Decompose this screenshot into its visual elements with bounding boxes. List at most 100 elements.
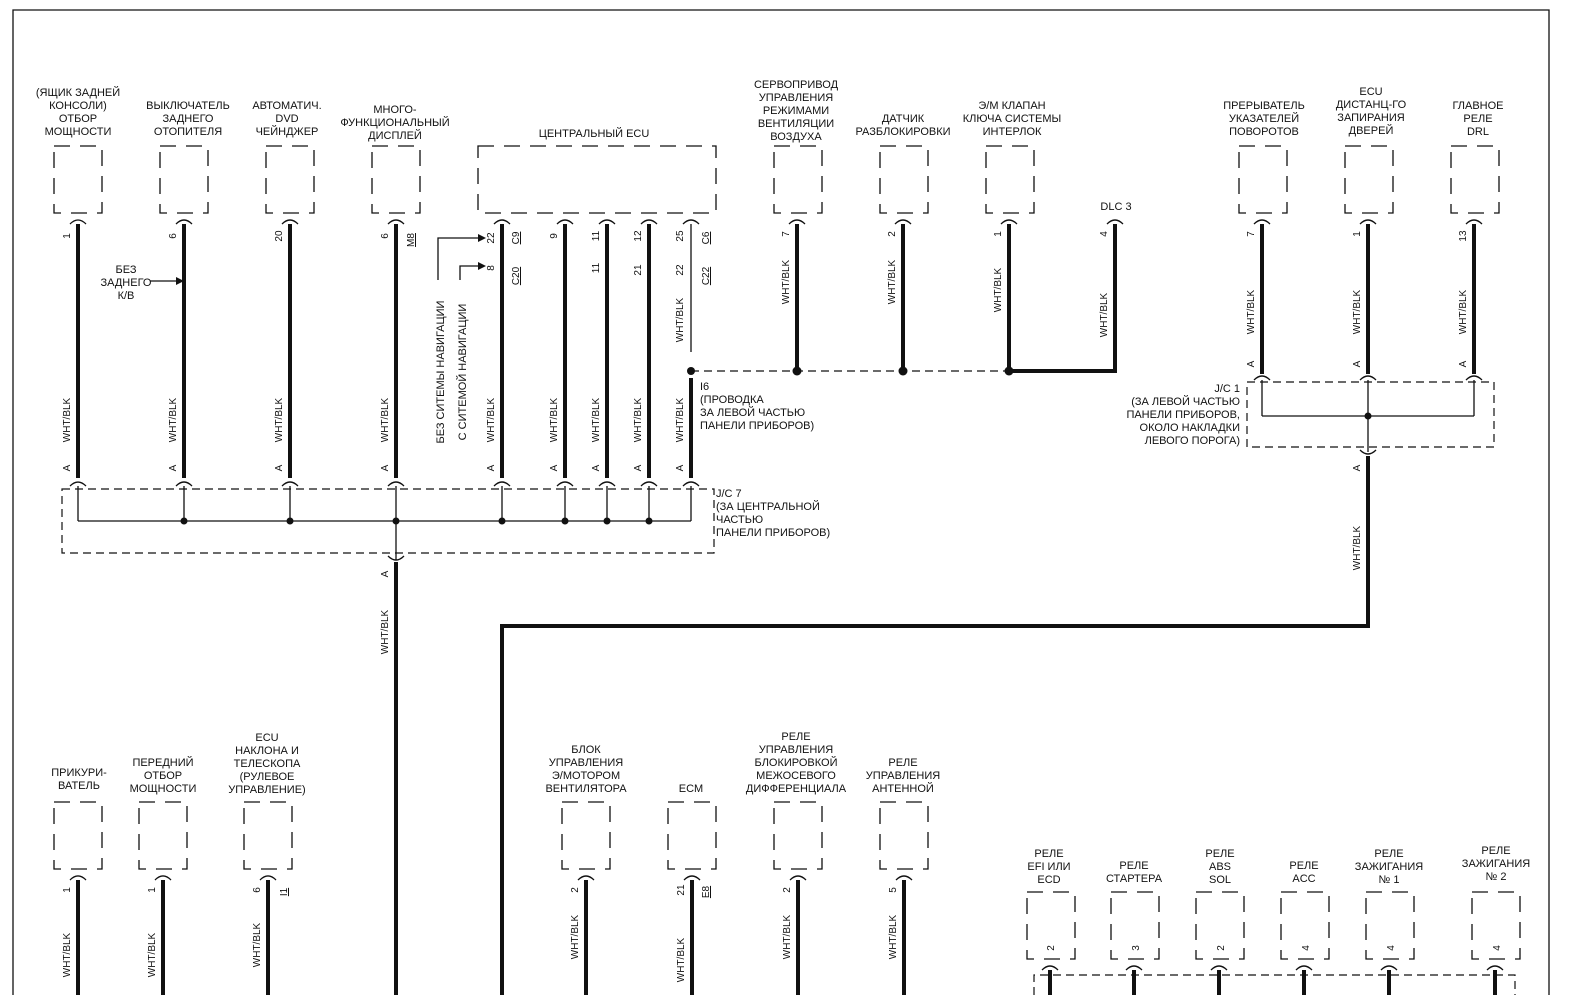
svg-text:A: A [486, 464, 497, 471]
svg-text:2: 2 [1046, 945, 1057, 951]
svg-text:A: A [675, 464, 686, 471]
svg-text:5: 5 [888, 887, 899, 893]
page-frame [12, 9, 1550, 995]
svg-text:A: A [1352, 360, 1363, 367]
svg-text:A: A [591, 464, 602, 471]
svg-text:WHT/BLK: WHT/BLK [591, 397, 602, 442]
svg-text:WHT/BLK: WHT/BLK [380, 609, 391, 654]
relay-pins: 2 3 2 4 4 4 [1046, 945, 1503, 951]
svg-text:ECM: ECM [679, 783, 703, 795]
svg-text:1: 1 [62, 887, 73, 893]
svg-text:WHT/BLK: WHT/BLK [1352, 525, 1363, 570]
svg-text:WHT/BLK: WHT/BLK [1352, 289, 1363, 334]
wires-top [76, 224, 1476, 478]
svg-text:WHT/BLK: WHT/BLK [62, 932, 73, 977]
svg-text:WHT/BLK: WHT/BLK [1246, 289, 1257, 334]
svg-text:WHT/BLK: WHT/BLK [887, 259, 898, 304]
svg-text:WHT/BLK: WHT/BLK [993, 267, 1004, 312]
svg-text:11: 11 [591, 262, 602, 273]
svg-text:7: 7 [1246, 231, 1257, 237]
svg-text:E8: E8 [701, 885, 712, 898]
svg-text:1: 1 [147, 887, 158, 893]
wire-color-labels: WHT/BLK WHT/BLK WHT/BLK WHT/BLK WHT/BLK … [62, 259, 1469, 654]
component-boxes-top [53, 145, 1500, 214]
svg-text:C20: C20 [511, 266, 522, 285]
pin-labels-bottom: 1 1 6 I1 2 21 E8 2 5 [62, 884, 899, 898]
terminal-a-labels: A A A A A A A A A A A A A A [62, 360, 1469, 577]
svg-text:C6: C6 [701, 231, 712, 244]
svg-text:21: 21 [633, 264, 644, 276]
svg-text:WHT/BLK: WHT/BLK [888, 914, 899, 959]
svg-text:WHT/BLK: WHT/BLK [675, 297, 686, 342]
svg-text:WHT/BLK: WHT/BLK [781, 259, 792, 304]
svg-text:4: 4 [1099, 231, 1110, 237]
svg-text:4: 4 [1301, 945, 1312, 951]
svg-text:WHT/BLK: WHT/BLK [62, 397, 73, 442]
svg-text:WHT/BLK: WHT/BLK [570, 914, 581, 959]
svg-text:WHT/BLK: WHT/BLK [1458, 289, 1469, 334]
svg-text:4: 4 [1492, 945, 1503, 951]
svg-text:WHT/BLK: WHT/BLK [486, 397, 497, 442]
wires-bottom [76, 880, 906, 995]
svg-text:A: A [274, 464, 285, 471]
svg-text:11: 11 [591, 230, 602, 241]
svg-text:9: 9 [549, 233, 560, 239]
svg-text:7: 7 [781, 231, 792, 237]
svg-text:WHT/BLK: WHT/BLK [147, 932, 158, 977]
svg-text:20: 20 [274, 230, 285, 242]
svg-text:A: A [168, 464, 179, 471]
wires-downstream [394, 456, 1370, 995]
relay-boxes [1026, 891, 1521, 960]
svg-text:WHT/BLK: WHT/BLK [633, 397, 644, 442]
svg-text:I1: I1 [279, 887, 290, 896]
svg-text:21: 21 [676, 884, 687, 896]
svg-text:3: 3 [1131, 945, 1142, 951]
svg-text:WHT/BLK: WHT/BLK [168, 397, 179, 442]
svg-text:WHT/BLK: WHT/BLK [675, 397, 686, 442]
shared-ground-bus [687, 366, 1014, 376]
svg-text:22: 22 [675, 264, 686, 276]
wire-color-labels-bottom: WHT/BLK WHT/BLK WHT/BLK WHT/BLK WHT/BLK … [62, 914, 899, 982]
svg-text:2: 2 [570, 887, 581, 893]
svg-text:ПРИКУРИ-ВАТЕЛЬ: ПРИКУРИ-ВАТЕЛЬ [51, 767, 107, 792]
svg-text:WHT/BLK: WHT/BLK [782, 914, 793, 959]
svg-text:ЦЕНТРАЛЬНЫЙ ECU: ЦЕНТРАЛЬНЫЙ ECU [539, 127, 650, 140]
svg-text:WHT/BLK: WHT/BLK [274, 397, 285, 442]
svg-text:A: A [62, 464, 73, 471]
svg-text:2: 2 [1216, 945, 1227, 951]
svg-text:WHT/BLK: WHT/BLK [549, 397, 560, 442]
svg-text:С СИТЕМОЙ НАВИГАЦИИ: С СИТЕМОЙ НАВИГАЦИИ [456, 304, 469, 441]
svg-text:8: 8 [486, 265, 497, 271]
svg-text:WHT/BLK: WHT/BLK [380, 397, 391, 442]
note-navigation: БЕЗ СИТЕМЫ НАВИГАЦИИ С СИТЕМОЙ НАВИГАЦИИ [435, 234, 486, 443]
svg-text:DLC 3: DLC 3 [1100, 201, 1131, 213]
svg-text:4: 4 [1386, 945, 1397, 951]
svg-text:A: A [380, 570, 391, 577]
svg-text:2: 2 [887, 231, 898, 237]
